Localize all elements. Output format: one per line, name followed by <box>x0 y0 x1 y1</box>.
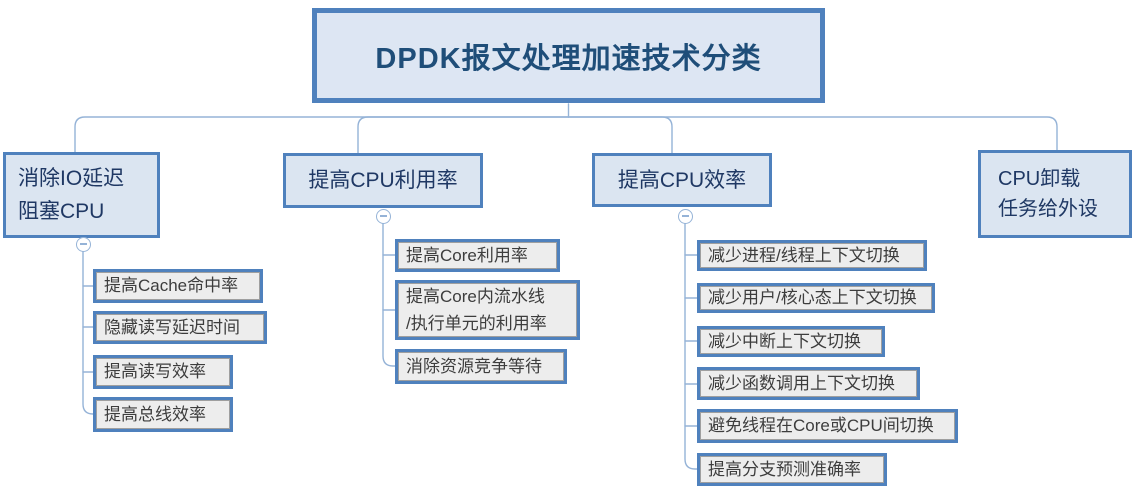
child-node-core-utilization[interactable]: 提高Core利用率 <box>395 239 560 272</box>
child-node-avoid-core-migration[interactable]: 避免线程在Core或CPU间切换 <box>697 409 958 443</box>
connector-branch2-spine <box>382 222 396 367</box>
connector-branch1-spine <box>82 250 94 415</box>
child-node-pipeline-utilization[interactable]: 提高Core内流水线 /执行单元的利用率 <box>395 280 580 340</box>
root-node[interactable]: DPDK报文处理加速技术分类 <box>312 8 825 103</box>
child-node-process-thread-switch[interactable]: 减少进程/线程上下文切换 <box>697 240 927 271</box>
connector-root-branch1 <box>74 103 570 153</box>
connector-root-branch4 <box>567 116 1058 151</box>
connector-root-branch3 <box>567 116 673 154</box>
collapse-toggle-io-delay-icon[interactable] <box>75 236 91 252</box>
connector-root-branch2 <box>357 116 570 154</box>
child-node-bus-efficiency[interactable]: 提高总线效率 <box>93 397 233 432</box>
connector-group <box>74 103 1058 470</box>
child-node-resource-contention[interactable]: 消除资源竞争等待 <box>395 349 567 384</box>
connector-branch3-spine <box>684 222 698 470</box>
branch-node-cpu-utilization[interactable]: 提高CPU利用率 <box>283 153 483 208</box>
child-node-interrupt-switch[interactable]: 减少中断上下文切换 <box>697 326 885 357</box>
branch-node-io-delay[interactable]: 消除IO延迟 阻塞CPU <box>3 152 160 238</box>
collapse-toggle-cpu-efficiency-icon[interactable] <box>677 208 693 224</box>
collapse-toggle-cpu-utilization-icon[interactable] <box>375 208 391 224</box>
child-node-function-call-switch[interactable]: 减少函数调用上下文切换 <box>697 367 920 400</box>
child-node-cache-hit[interactable]: 提高Cache命中率 <box>93 269 263 303</box>
branch-node-cpu-efficiency[interactable]: 提高CPU效率 <box>592 153 772 207</box>
child-node-branch-prediction[interactable]: 提高分支预测准确率 <box>697 453 887 486</box>
child-node-user-kernel-switch[interactable]: 减少用户/核心态上下文切换 <box>697 283 935 313</box>
branch-node-cpu-offload[interactable]: CPU卸载 任务给外设 <box>978 150 1132 238</box>
child-node-hide-rw-latency[interactable]: 隐藏读写延迟时间 <box>93 311 267 344</box>
child-node-rw-efficiency[interactable]: 提高读写效率 <box>93 355 233 389</box>
